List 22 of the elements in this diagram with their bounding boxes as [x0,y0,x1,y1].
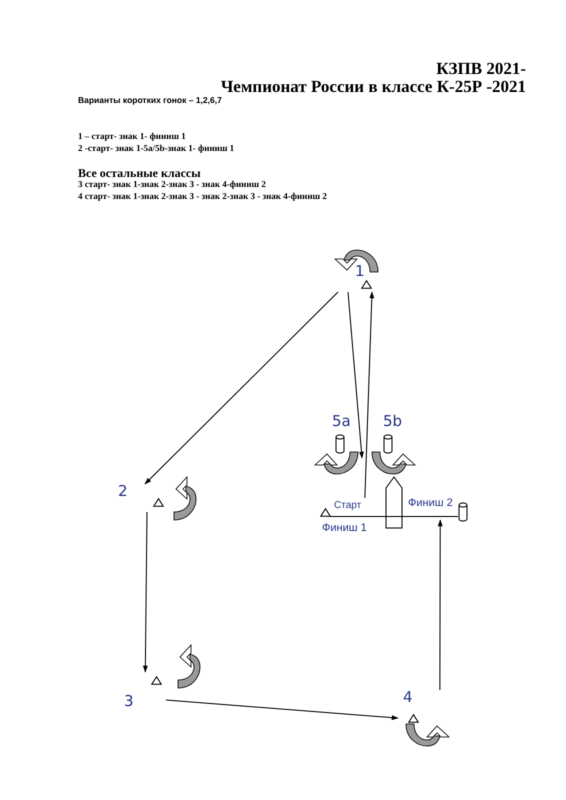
arrow [364,291,374,498]
text-line: 1 – старт- знак 1- финиш 1 [78,130,186,143]
text-line: 4 старт- знак 1-знак 2-знак 3 - знак 2-знак 3 - знак 4-финиш 2 [78,190,327,203]
arrow [348,292,364,459]
mark-number: 4 [403,690,413,705]
finish-label: Финиш 2 [408,498,453,509]
arrow [166,700,399,720]
mark-number: 2 [118,484,128,499]
text-line: Все остальные классы [78,165,201,181]
arrow [142,512,148,673]
start-label: Старт [334,501,362,511]
mark-number: 5a [332,414,351,429]
mark-number: 1 [355,264,365,279]
arrow [438,519,443,690]
mark-number: 5b [383,414,402,429]
text-line: 3 старт- знак 1-знак 2-знак 3 - знак 4-финиш 2 [78,178,266,191]
text-line: 2 -старт- знак 1-5a/5b-знак 1- финиш 1 [78,142,234,155]
start-finish-line [330,516,458,517]
finish-label: Финиш 1 [322,523,367,534]
text-line: Варианты коротких гонок – 1,2,6,7 [78,94,222,107]
mark-number: 3 [124,694,134,709]
arrow [144,292,338,484]
